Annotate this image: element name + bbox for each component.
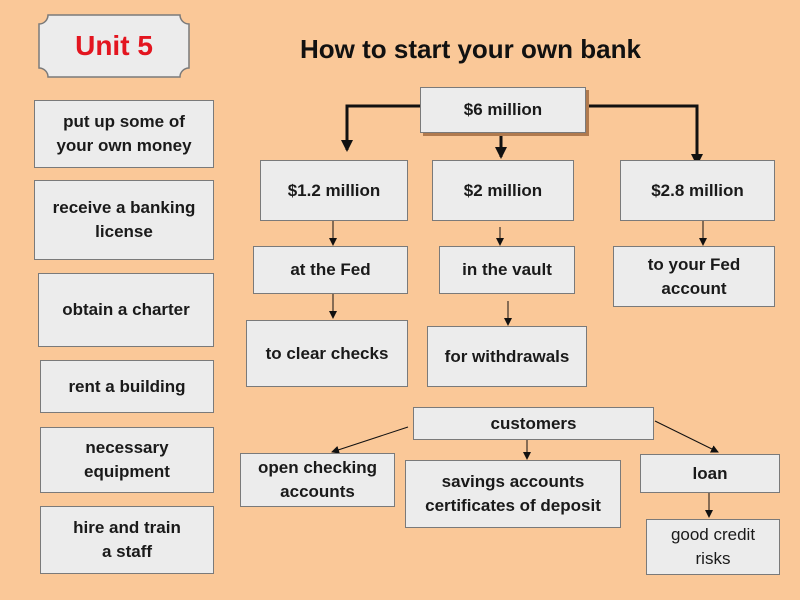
step-hire-staff: hire and train a staff	[40, 506, 214, 574]
fed-amount: $1.2 million	[260, 160, 408, 221]
arrow-to-account-amount	[586, 104, 703, 166]
arrow-customers-to-checking	[331, 426, 409, 454]
arrow-to-fed-amount	[341, 104, 420, 152]
customers-checking: open checking accounts	[240, 453, 395, 507]
total-amount: $6 million	[420, 87, 586, 133]
unit-badge: Unit 5	[38, 14, 190, 78]
vault-amount: $2 million	[432, 160, 574, 221]
step-charter: obtain a charter	[38, 273, 214, 347]
account-amount: $2.8 million	[620, 160, 775, 221]
customers-savings: savings accounts certificates of deposit	[405, 460, 621, 528]
purpose-vault: in the vault	[439, 246, 575, 294]
step-banking-license: receive a banking license	[34, 180, 214, 260]
step-rent-building: rent a building	[40, 360, 214, 413]
purpose-account: to your Fed account	[613, 246, 775, 307]
customers-box: customers	[413, 407, 654, 440]
unit-label: Unit 5	[75, 30, 153, 61]
purpose-clear-checks: to clear checks	[246, 320, 408, 387]
purpose-withdrawals: for withdrawals	[427, 326, 587, 387]
page-title: How to start your own bank	[300, 34, 641, 64]
purpose-fed: at the Fed	[253, 246, 408, 294]
customers-credit-risks: good credit risks	[646, 519, 780, 575]
unit-badge-frame	[38, 14, 190, 78]
arrow-customers-to-loan	[654, 420, 719, 453]
step-own-money: put up some of your own money	[34, 100, 214, 168]
step-equipment: necessary equipment	[40, 427, 214, 493]
customers-loan: loan	[640, 454, 780, 493]
